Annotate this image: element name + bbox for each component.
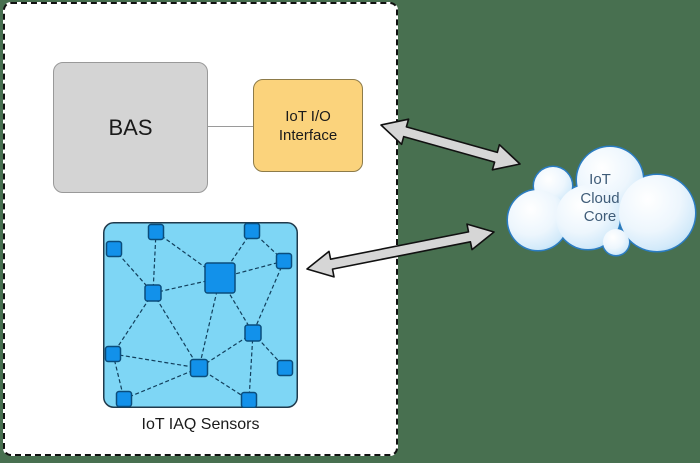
mesh-link (112, 353, 200, 369)
sensors-label: IoT IAQ Sensors (141, 416, 260, 433)
mesh-node (240, 391, 258, 408)
arrow-io-cloud (380, 118, 521, 171)
mesh-node (244, 324, 262, 342)
iot-io-interface-label: IoT I/O Interface (278, 107, 338, 144)
mesh-link (219, 277, 254, 334)
mesh-link (152, 231, 157, 294)
cloud-puff (603, 229, 629, 255)
mesh-link (252, 260, 285, 334)
mesh-link (152, 277, 221, 294)
cloud-puff (508, 190, 568, 250)
mesh-link (112, 292, 154, 355)
iot-io-interface-box: IoT I/O Interface (253, 79, 363, 172)
mesh-node (104, 345, 122, 363)
mesh-node (275, 252, 293, 270)
mesh-link (152, 292, 200, 369)
iot-sensor-mesh (103, 222, 298, 408)
sensor-mesh-background (103, 222, 298, 408)
mesh-node (276, 359, 294, 377)
mesh-node (204, 262, 236, 294)
mesh-node (115, 390, 133, 408)
mesh-link (248, 332, 254, 401)
cloud-icon (506, 145, 697, 257)
bas-box: BAS (53, 62, 208, 193)
mesh-node (144, 284, 162, 302)
mesh-node (243, 222, 261, 240)
cloud-puff (619, 175, 695, 251)
mesh-link (123, 367, 200, 400)
cloud-puff (556, 185, 620, 249)
bas-io-connector-line (208, 126, 253, 127)
cloud-label: IoT Cloud Core (580, 171, 620, 225)
mesh-node (105, 240, 123, 258)
bas-label: BAS (108, 114, 153, 140)
mesh-node (147, 223, 165, 241)
mesh-node (189, 358, 209, 378)
